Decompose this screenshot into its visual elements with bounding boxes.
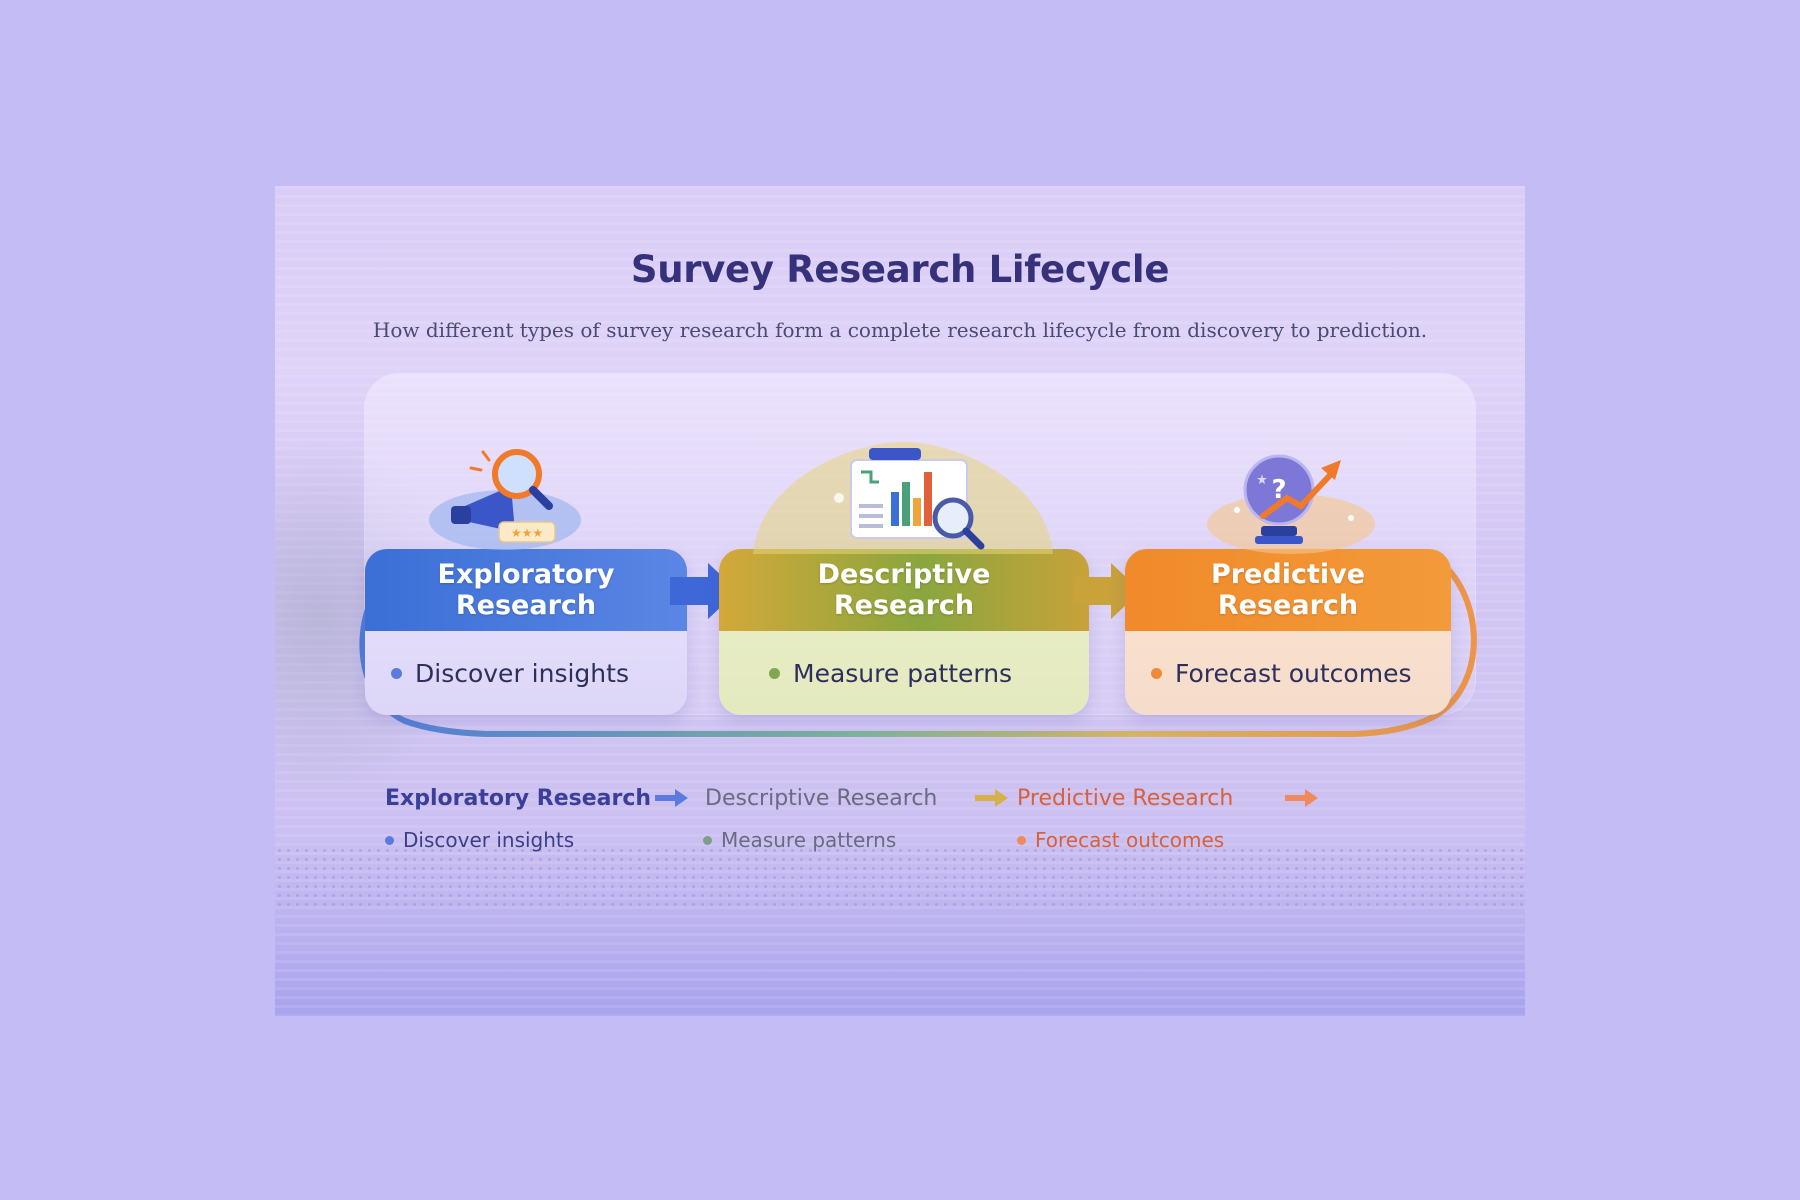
svg-text:★★★: ★★★ (511, 526, 543, 540)
bullet-icon (391, 667, 402, 679)
stage-point-descriptive: Measure patterns (719, 631, 1089, 715)
bullet-icon (385, 835, 394, 845)
bullet-icon (1017, 835, 1026, 845)
infographic-card: Survey Research Lifecycle How different … (275, 186, 1525, 1016)
arrow-right-icon (975, 789, 1008, 807)
legend-sub-exploratory: Discover insights (385, 828, 574, 852)
legend-sub-predictive: Forecast outcomes (1017, 828, 1224, 852)
bullet-icon (1151, 667, 1162, 679)
megaphone-magnifier-icon: ★★★ (429, 449, 581, 550)
stage-point-exploratory: Discover insights (365, 631, 687, 715)
arrow-right-icon (655, 789, 688, 807)
legend-sub-row: Discover insights Measure patterns Forec… (385, 828, 1385, 858)
legend-sub-descriptive: Measure patterns (703, 828, 896, 852)
bullet-icon (703, 835, 712, 845)
page-subtitle: How different types of survey research f… (372, 318, 1428, 342)
bar-chart-report-icon (753, 442, 1053, 554)
bullet-icon (769, 667, 780, 679)
legend-row: Exploratory Research Descriptive Researc… (385, 786, 1385, 822)
dot-pattern (275, 846, 1525, 906)
arrow-right-icon (1073, 563, 1141, 619)
lifecycle-loop-line (359, 563, 1477, 737)
arrow-right-icon (1285, 789, 1318, 807)
stage-point-predictive: Forecast outcomes (1125, 631, 1451, 715)
page-title: Survey Research Lifecycle (630, 248, 1170, 291)
legend-label-predictive: Predictive Research (1017, 786, 1234, 811)
crystal-ball-trend-icon: ? (1207, 454, 1375, 554)
legend-label-exploratory: Exploratory Research (385, 786, 652, 811)
legend-label-descriptive: Descriptive Research (705, 786, 938, 811)
